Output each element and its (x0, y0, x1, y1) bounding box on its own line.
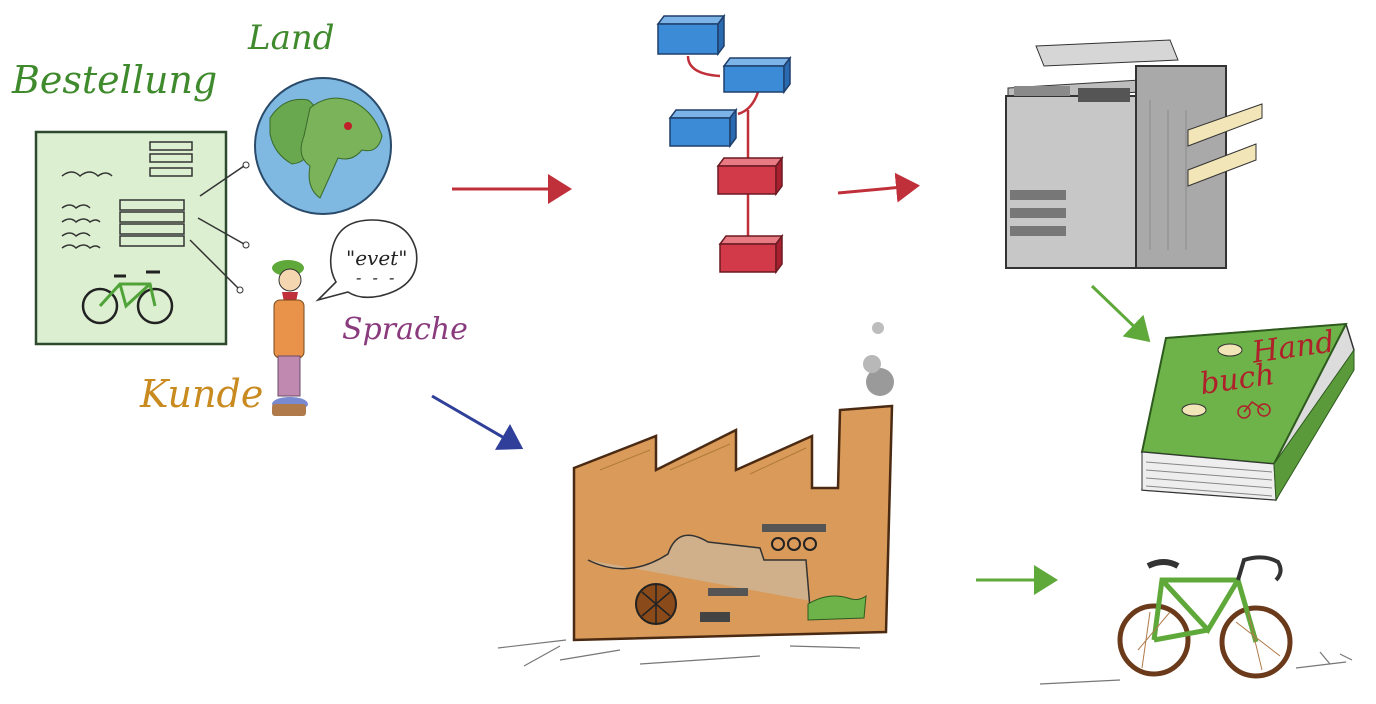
arrow-structure-to-printer (837, 172, 920, 203)
speech-text: "evet" (346, 246, 408, 270)
label-kunde: Kunde (140, 372, 264, 416)
speech-bubble-icon (315, 219, 418, 302)
order-form-icon (34, 130, 250, 346)
label-land: Land (248, 18, 335, 58)
customer-icon (272, 260, 308, 416)
speech-text-continuation: - - - (356, 268, 398, 287)
arrow-printer-to-manual (1090, 284, 1151, 343)
label-bestellung: Bestellung (12, 58, 218, 102)
manual-book-icon (1140, 322, 1355, 502)
label-sprache: Sprache (342, 312, 468, 347)
printer-icon (1005, 39, 1263, 269)
globe-icon (254, 77, 392, 215)
factory-icon (497, 322, 894, 667)
document-structure-icon (656, 13, 792, 275)
bicycle-icon (1039, 555, 1353, 685)
arrow-customer-to-factory (431, 394, 524, 450)
